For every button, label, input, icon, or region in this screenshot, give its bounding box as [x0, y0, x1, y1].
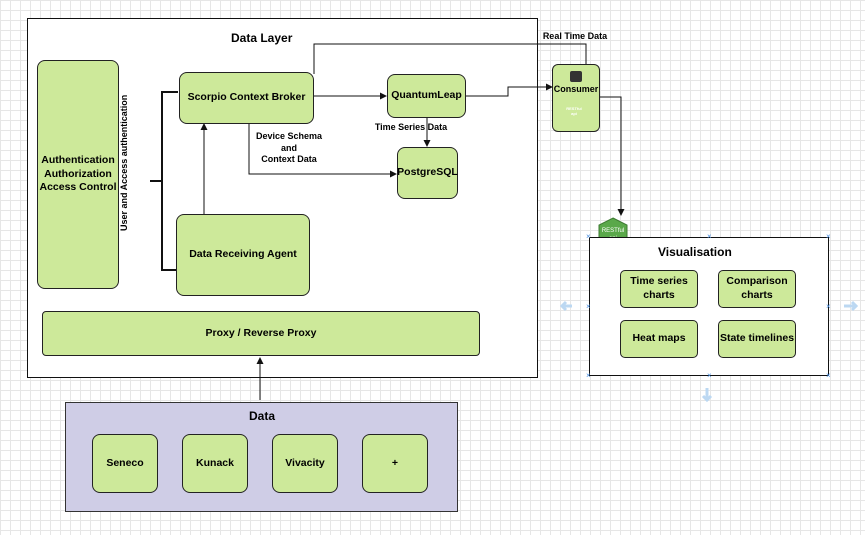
visualisation-title: Visualisation	[658, 245, 732, 259]
data-source: Kunack	[182, 434, 248, 493]
auth-label: User and Access authentication	[119, 94, 129, 231]
auth-box: Authentication Authorization Access Cont…	[37, 60, 119, 289]
data-layer-title: Data Layer	[231, 31, 293, 45]
selection-handle: ×	[586, 371, 591, 380]
vis-item: Time series charts	[620, 270, 698, 308]
selection-handle: ×	[707, 371, 712, 380]
quantumleap-box: QuantumLeap	[387, 74, 466, 118]
selection-handle: ×	[707, 232, 712, 241]
consumer-box: Consumer	[552, 64, 600, 132]
vis-item: State timelines	[718, 320, 796, 358]
postgresql-box: PostgreSQL	[397, 147, 458, 199]
consumer-badge-text: RESTful api	[566, 106, 582, 117]
proxy-box: Proxy / Reverse Proxy	[42, 311, 480, 356]
vis-item: Heat maps	[620, 320, 698, 358]
scorpio-label: Scorpio Context Broker	[187, 91, 306, 104]
schema-label: Device Schema and Context Data	[255, 131, 323, 165]
scorpio-box: Scorpio Context Broker	[179, 72, 314, 124]
selection-handle: ×	[586, 232, 591, 241]
receiving-agent-box: Data Receiving Agent	[176, 214, 310, 296]
postgresql-label: PostgreSQL	[397, 166, 458, 179]
receiving-agent-label: Data Receiving Agent	[189, 248, 297, 261]
auth-box-label: Authentication Authorization Access Cont…	[39, 154, 117, 194]
data-source: Vivacity	[272, 434, 338, 493]
selection-handle: ×	[826, 232, 831, 241]
database-icon	[570, 71, 582, 82]
realtime-label: Real Time Data	[542, 31, 608, 41]
selection-handle: ×	[826, 302, 831, 311]
selection-handle: ×	[826, 371, 831, 380]
data-source: Seneco	[92, 434, 158, 493]
selection-handle: ×	[586, 302, 591, 311]
vis-item: Comparison charts	[718, 270, 796, 308]
data-title: Data	[249, 409, 276, 423]
data-source: +	[362, 434, 428, 493]
proxy-label: Proxy / Reverse Proxy	[205, 326, 317, 339]
quantumleap-label: QuantumLeap	[391, 89, 462, 102]
timeseries-label: Time Series Data	[374, 122, 448, 132]
consumer-label: Consumer	[553, 84, 599, 94]
